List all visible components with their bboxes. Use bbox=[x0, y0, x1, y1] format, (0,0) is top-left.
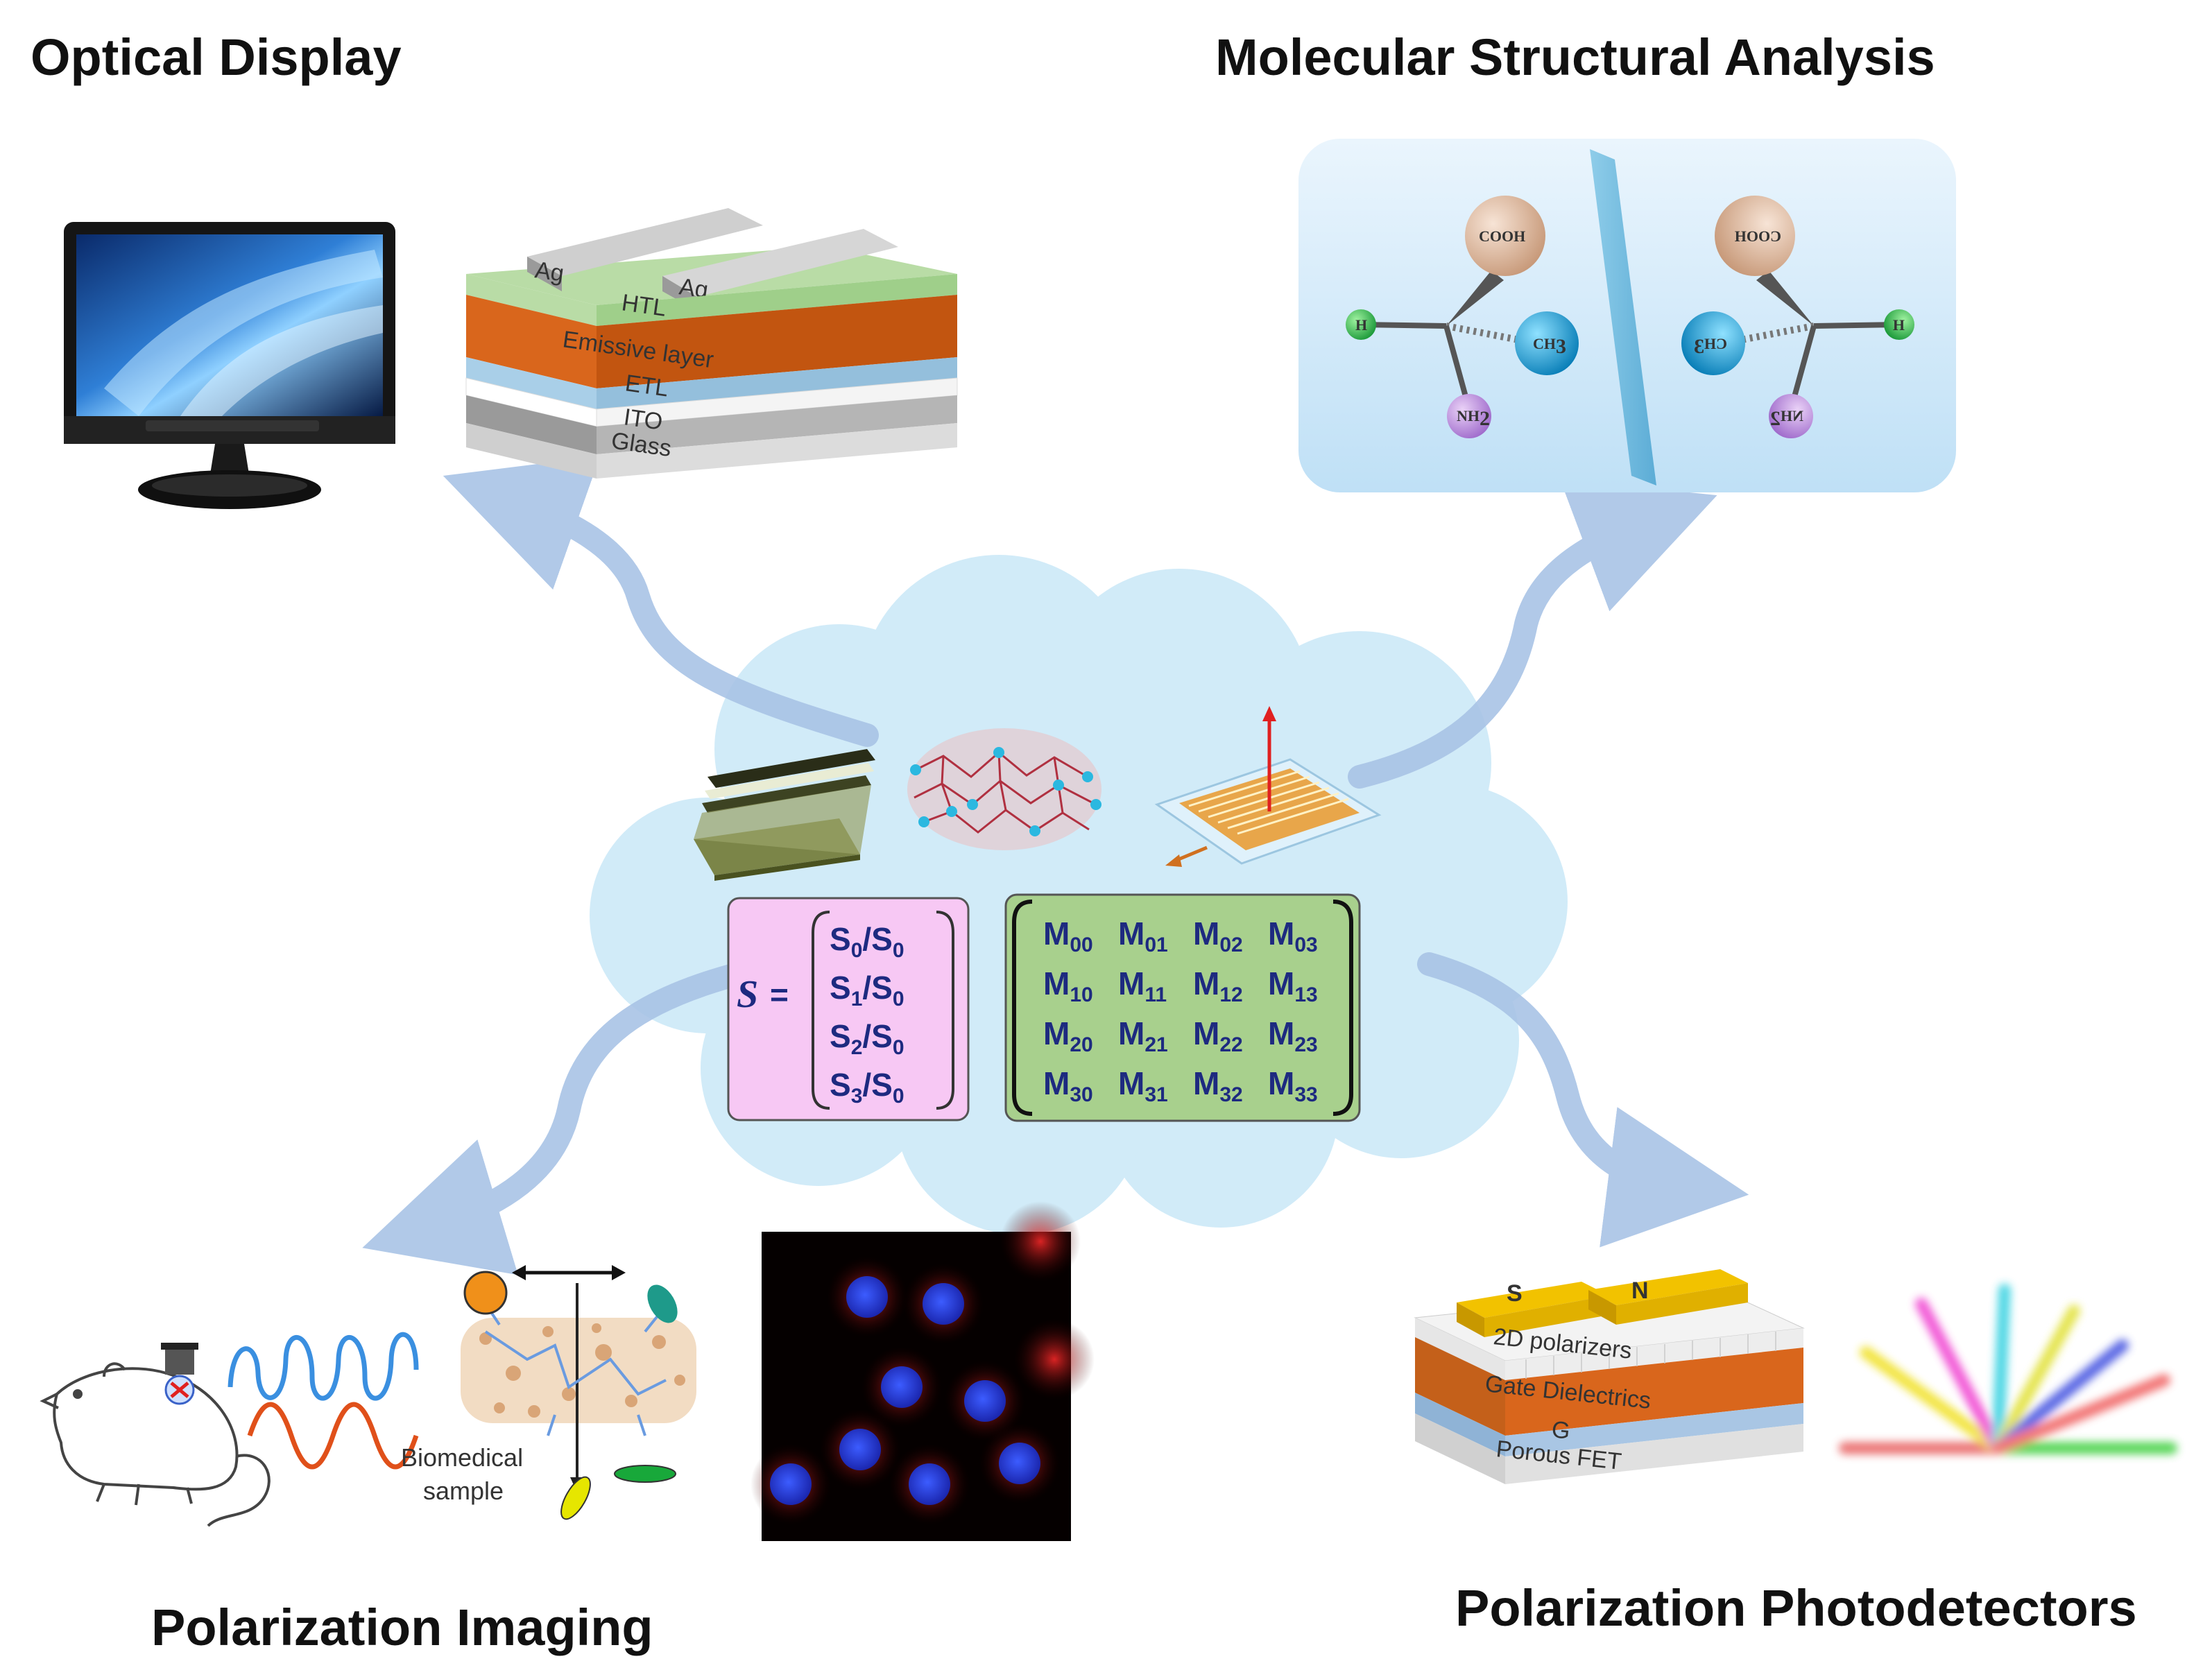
mueller-cell: M33 bbox=[1268, 1065, 1318, 1106]
mueller-cell: M01 bbox=[1118, 915, 1168, 956]
label-ito: ITO bbox=[622, 404, 665, 435]
oled-stack: Ag Ag HTL Emissive layer ETL ITO Glass bbox=[465, 208, 958, 479]
label-h-right: H bbox=[1893, 316, 1905, 334]
grating-device-icon bbox=[1154, 706, 1382, 867]
cell-nucleus bbox=[770, 1463, 812, 1505]
stokes-row: S0/S0 bbox=[830, 921, 904, 962]
mueller-cell: M13 bbox=[1268, 965, 1318, 1006]
fet-device: S N 2D polarizers Gate Dielectrics G Por… bbox=[1414, 1269, 1805, 1484]
source-electrode bbox=[1457, 1282, 1609, 1337]
molecule-right: COOH H CH3 NH2 bbox=[1681, 196, 1914, 438]
label-h-left: H bbox=[1355, 316, 1367, 334]
mueller-cell: M21 bbox=[1118, 1015, 1168, 1056]
cell-nucleus bbox=[999, 1443, 1040, 1484]
label-ch3-left: CH3 bbox=[1533, 335, 1566, 358]
cell-nucleus bbox=[923, 1283, 964, 1325]
mueller-cell: M11 bbox=[1118, 965, 1167, 1006]
arrow-to-optical-display bbox=[443, 456, 879, 747]
mueller-cell: M12 bbox=[1193, 965, 1243, 1006]
label-drain: N bbox=[1631, 1278, 1649, 1304]
label-ag-left: Ag bbox=[533, 257, 565, 286]
label-etl: ETL bbox=[624, 370, 670, 402]
title-polarization-imaging: Polarization Imaging bbox=[151, 1599, 653, 1656]
cell-nucleus bbox=[909, 1463, 950, 1505]
material-film-icon bbox=[694, 749, 875, 881]
arrows bbox=[362, 456, 1749, 1275]
ag-electrode-left bbox=[527, 208, 763, 291]
mueller-cell: M20 bbox=[1043, 1015, 1093, 1056]
fluorescence-micrograph bbox=[751, 1201, 1095, 1541]
label-sample: sample bbox=[423, 1477, 504, 1505]
arrow-to-imaging bbox=[362, 959, 761, 1275]
title-molecular-analysis: Molecular Structural Analysis bbox=[1215, 28, 1935, 86]
drain-electrode bbox=[1588, 1269, 1748, 1325]
circular-polarization-wave bbox=[228, 1332, 419, 1401]
cell-membrane bbox=[1000, 1201, 1081, 1282]
mouse-illustration bbox=[40, 1362, 271, 1527]
polymer-network-icon bbox=[907, 728, 1101, 850]
molecule-left: COOH H CH3 NH2 bbox=[1346, 196, 1579, 438]
arrow-to-photodetectors bbox=[1417, 952, 1749, 1248]
label-htl: HTL bbox=[620, 289, 668, 322]
title-optical-display: Optical Display bbox=[31, 28, 402, 86]
chiral-molecule-panel: COOH H CH3 NH2 COOH H CH3 NH2 bbox=[1298, 139, 1956, 492]
cell-membrane bbox=[1014, 1319, 1095, 1400]
cell-nucleus bbox=[964, 1380, 1006, 1422]
mueller-cell: M02 bbox=[1193, 915, 1243, 956]
label-cooh-right: COOH bbox=[1735, 227, 1781, 245]
polarized-light-fan bbox=[1839, 1284, 2177, 1454]
mueller-cell: M00 bbox=[1043, 915, 1093, 956]
mueller-cell: M22 bbox=[1193, 1015, 1243, 1056]
title-photodetectors: Polarization Photodetectors bbox=[1455, 1579, 2137, 1637]
stokes-row: S2/S0 bbox=[830, 1018, 904, 1059]
mirror-plane bbox=[1590, 149, 1656, 485]
label-biomedical: Biomedical bbox=[401, 1443, 523, 1472]
cell-nucleus bbox=[881, 1366, 923, 1408]
stokes-equals: = bbox=[770, 977, 789, 1013]
label-ch3-right: CH3 bbox=[1694, 335, 1727, 358]
arrow-to-molecular-analysis bbox=[1348, 479, 1717, 789]
label-source: S bbox=[1507, 1280, 1523, 1307]
label-cooh-left: COOH bbox=[1479, 227, 1525, 245]
label-nh2-left: NH2 bbox=[1457, 407, 1490, 430]
mueller-cell: M31 bbox=[1118, 1065, 1168, 1106]
mueller-cell: M23 bbox=[1268, 1015, 1318, 1056]
mueller-cell: M10 bbox=[1043, 965, 1093, 1006]
biomedical-sample-diagram: Biomedical sample bbox=[401, 1265, 696, 1520]
label-gate: G bbox=[1550, 1416, 1571, 1445]
mueller-cell: M03 bbox=[1268, 915, 1318, 956]
stokes-row: S1/S0 bbox=[830, 970, 904, 1011]
stokes-symbol: S bbox=[737, 973, 758, 1016]
mueller-cell: M30 bbox=[1043, 1065, 1093, 1106]
cell-nucleus bbox=[846, 1276, 888, 1318]
cell-nucleus bbox=[839, 1429, 881, 1470]
mouse-probe bbox=[161, 1343, 198, 1405]
stokes-row: S3/S0 bbox=[830, 1067, 904, 1108]
label-nh2-right: NH2 bbox=[1770, 407, 1803, 430]
linear-polarization-wave bbox=[247, 1402, 419, 1470]
monitor-illustration bbox=[64, 222, 395, 509]
mueller-cell: M32 bbox=[1193, 1065, 1243, 1106]
